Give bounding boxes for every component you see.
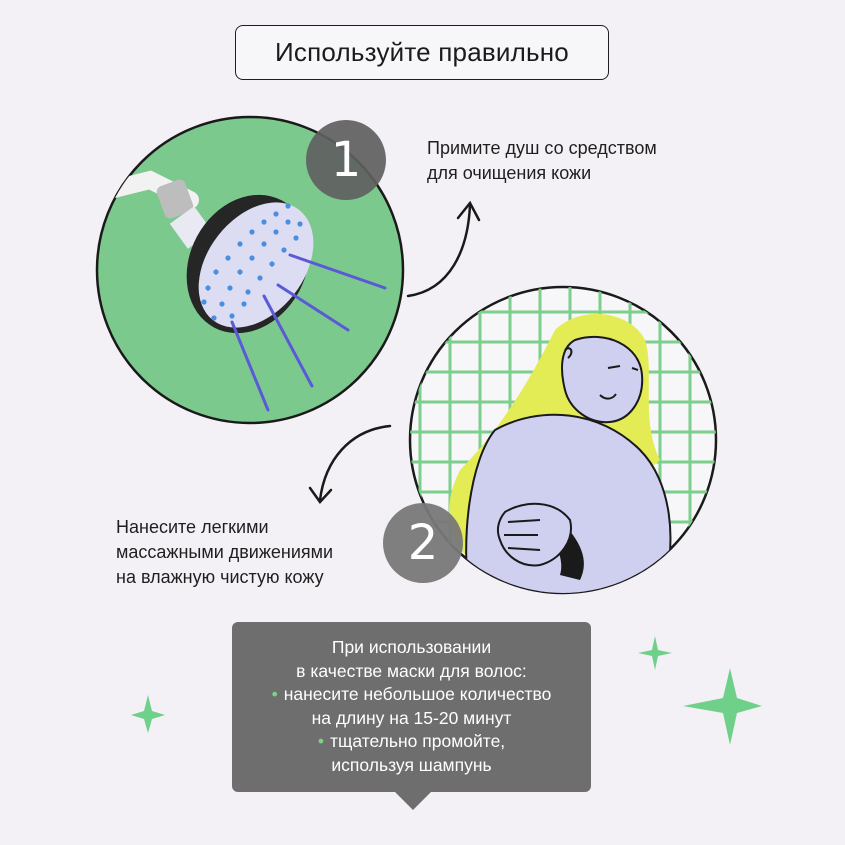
note-line: в качестве маски для волос: [296,660,527,681]
step-1-line: для очищения кожи [427,163,592,183]
note-pointer [393,790,433,810]
step-1-description: Примите душ со средством для очищения ко… [427,136,657,186]
note-bullet-item: •тщательно промойте, [232,730,591,754]
curved-arrow-icon [308,424,392,504]
step-2-line: Нанесите легкими [116,517,269,537]
note-line: используя шампунь [331,754,492,775]
step-2-line: массажными движениями [116,542,334,562]
step-2-description: Нанесите легкими массажными движениями н… [116,515,333,590]
bullet-icon: • [271,684,278,704]
step-1-line: Примите душ со средством [427,138,657,158]
step-2-number-badge: 2 [383,503,463,583]
note-line: на длину на 15-20 минут [311,707,512,728]
bullet-icon: • [317,731,324,751]
curved-arrow-icon [406,200,481,298]
sparkle-icon [131,695,165,733]
sparkle-icon [683,668,762,745]
hair-mask-note: При использовании в качестве маски для в… [232,622,591,792]
woman-illustration [408,285,718,595]
note-bullet-text: нанесите небольшое количество [283,684,552,704]
step-1-number-badge: 1 [306,120,386,200]
note-bullet-text: тщательно промойте, [329,731,506,751]
step-2-line: на влажную чистую кожу [116,567,324,587]
note-bullet-item: •нанесите небольшое количество [232,683,591,707]
page-title: Используйте правильно [235,25,609,80]
sparkle-icon [638,636,672,670]
note-line: При использовании [331,637,492,657]
